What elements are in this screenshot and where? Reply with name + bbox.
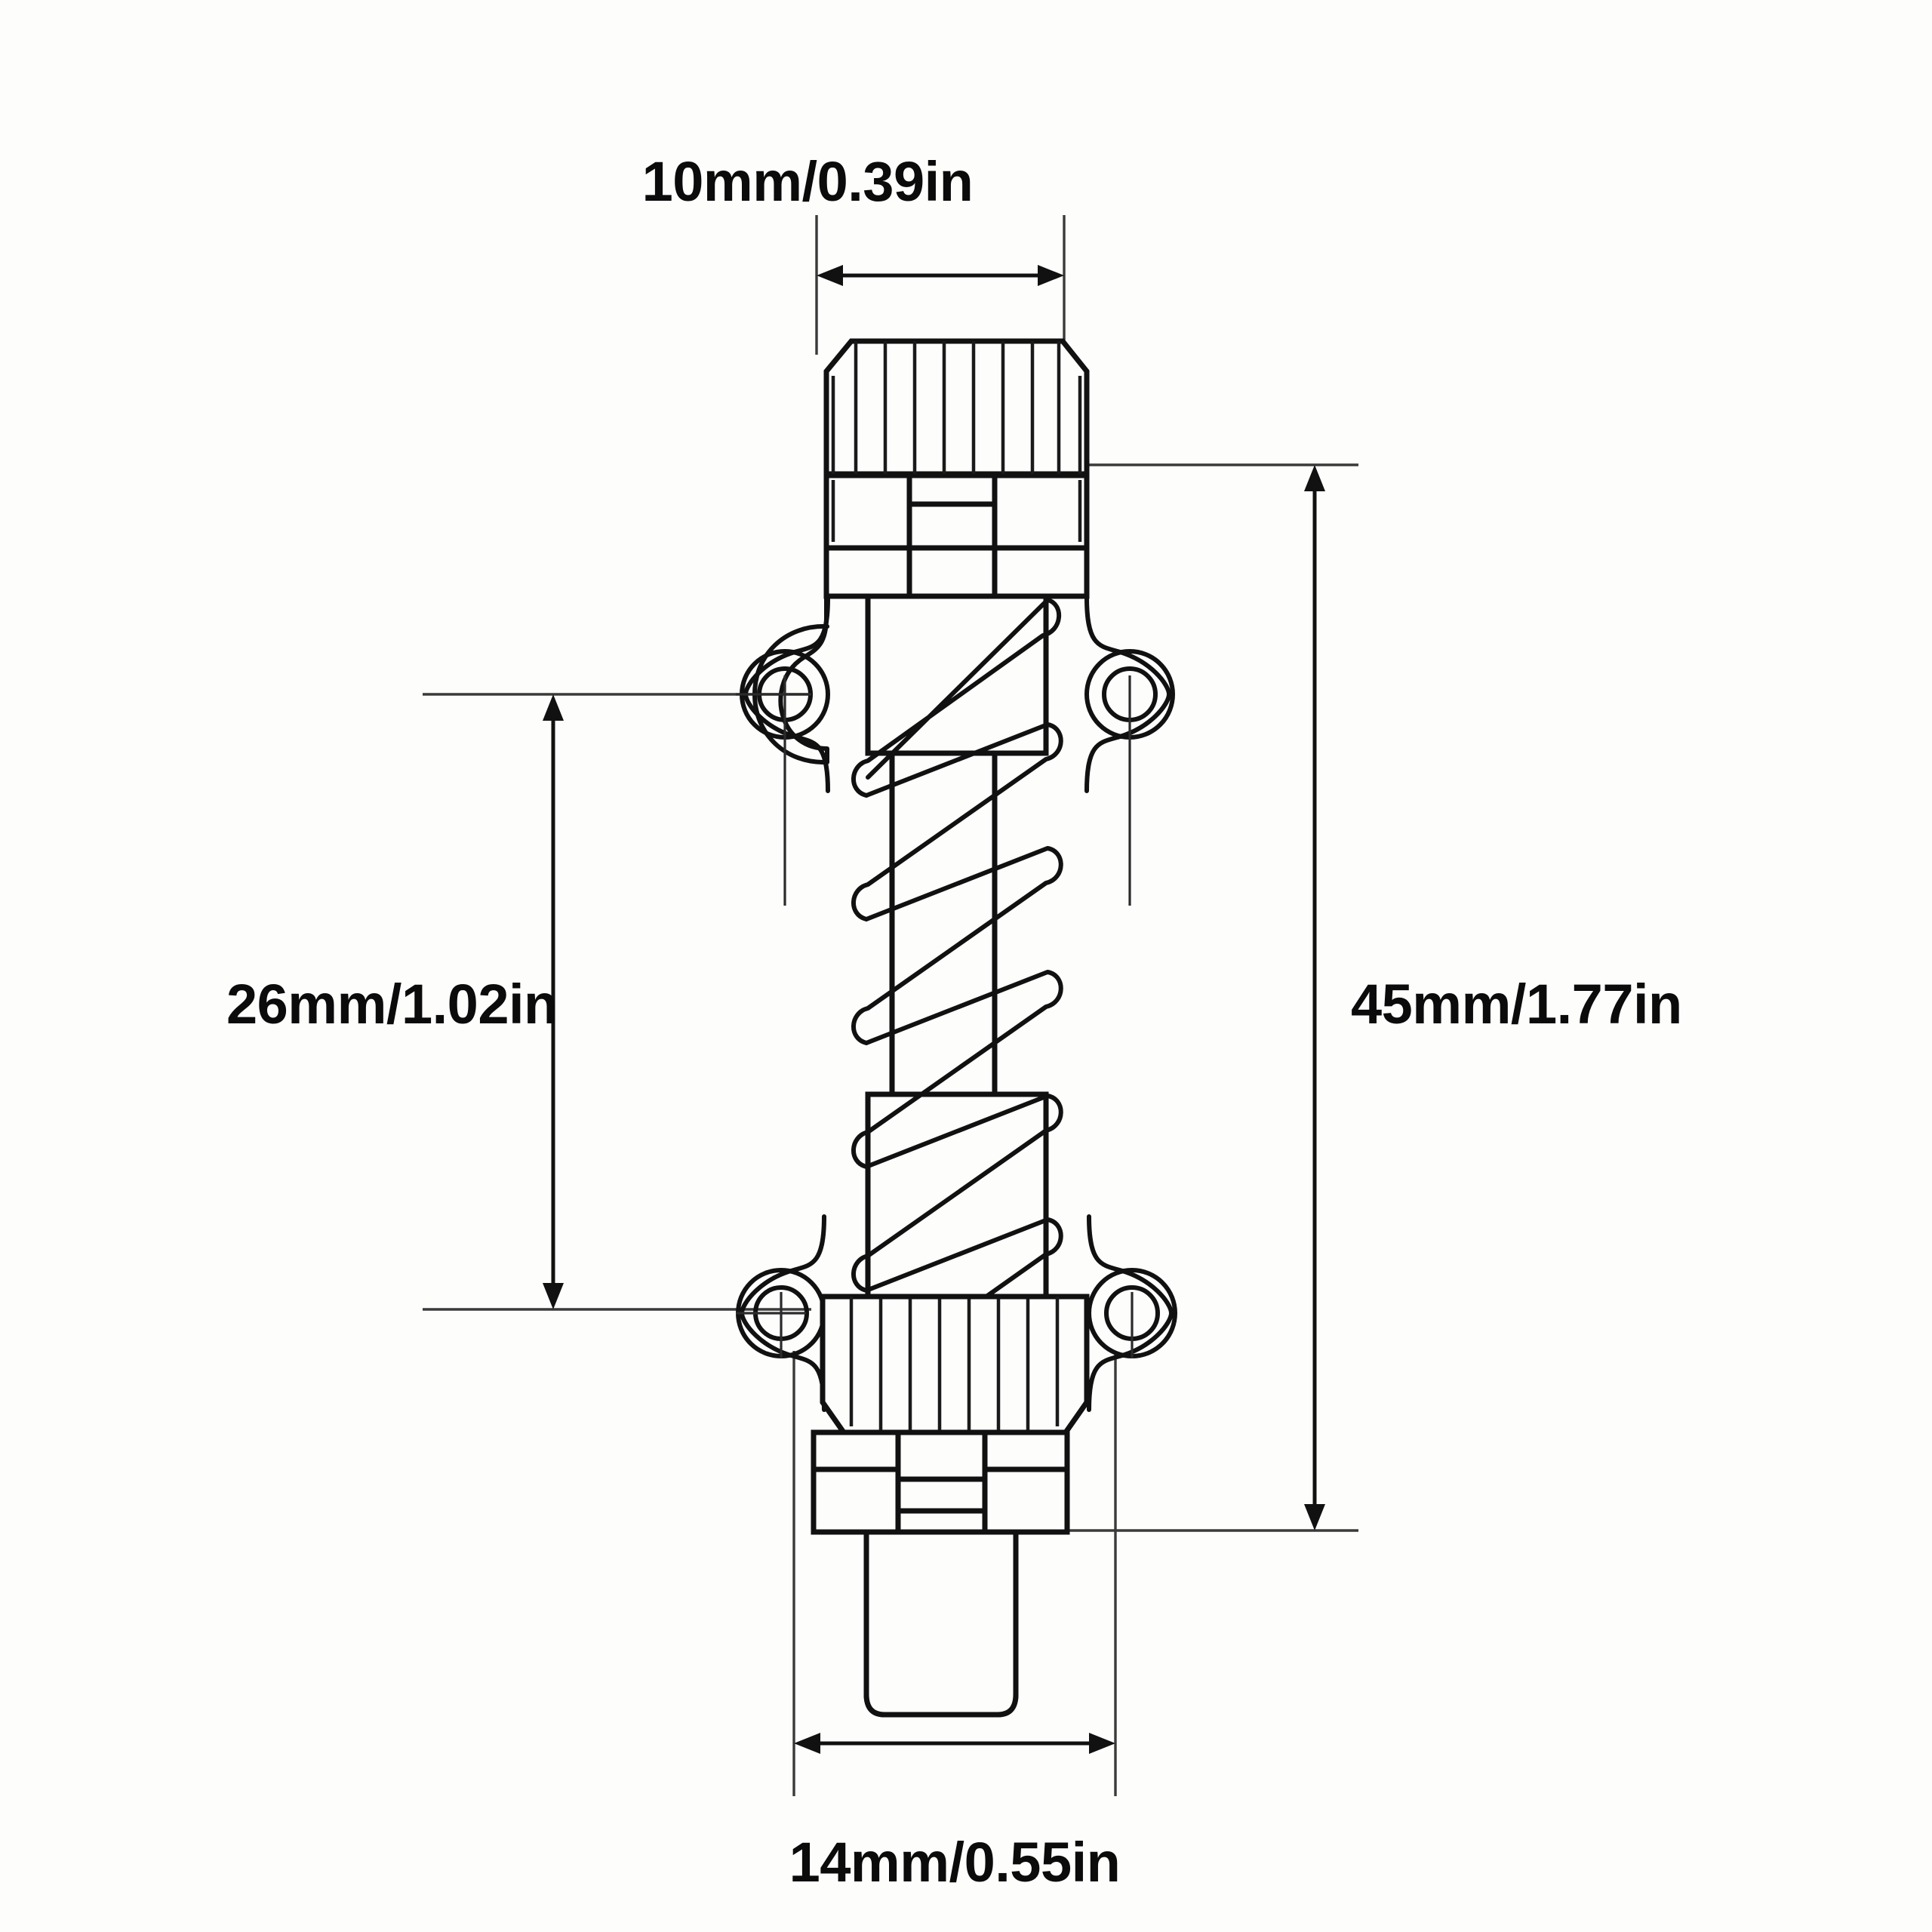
- dimension-label-overall-length: 45mm/1.77in: [1351, 973, 1682, 1035]
- upper-flange-right-ear-outline: [1084, 595, 1171, 793]
- part-upper-body: [823, 472, 1090, 599]
- part-center-shaft: [889, 753, 998, 1094]
- part-upper-shaft-collar: [865, 593, 1049, 756]
- arrow-head-up-right-icon: [1304, 465, 1325, 491]
- dimension-lines-group: [423, 215, 1358, 1796]
- lower-body-overlay: [811, 1429, 1070, 1535]
- part-lower-flange: [736, 1214, 1177, 1412]
- arrow-head-right-icon: [1038, 265, 1064, 286]
- arrow-head-left-bottom-icon: [794, 1733, 820, 1754]
- part-upper-flange: [736, 594, 1175, 906]
- dimension-top-width: [815, 215, 1066, 355]
- arrow-head-up-left-icon: [543, 694, 564, 721]
- bottom-stem-overlay: [863, 1529, 1019, 1718]
- top-cap-outline: [823, 338, 1090, 477]
- dimension-flange-spacing: [423, 693, 811, 1311]
- part-top-knurled-cap: [823, 338, 1090, 477]
- arrow-head-left-icon: [817, 265, 843, 286]
- dimension-bottom-width: [792, 1351, 1117, 1796]
- lower-flange-right-ear-outline: [1087, 1214, 1174, 1412]
- lower-knurled-ring-overlay: [820, 1294, 1090, 1435]
- dimension-label-bottom-width: 14mm/0.55in: [789, 1831, 1121, 1894]
- dimension-label-top-width: 10mm/0.39in: [641, 150, 974, 213]
- dimension-overall-length: [1066, 463, 1358, 1532]
- arrow-head-down-right-icon: [1304, 1504, 1325, 1531]
- dimension-label-flange-spacing: 26mm/1.02in: [226, 973, 558, 1035]
- arrow-head-right-bottom-icon: [1089, 1733, 1115, 1754]
- arrow-head-down-left-icon: [543, 1283, 564, 1309]
- part-compression-spring: [851, 598, 1063, 1353]
